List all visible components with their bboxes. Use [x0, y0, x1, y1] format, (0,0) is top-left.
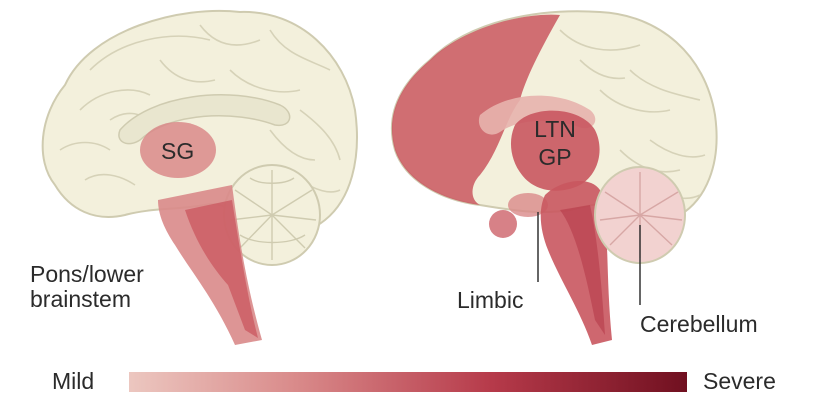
ltn-label: LTN	[525, 117, 585, 142]
pons-label: Pons/lower brainstem	[30, 262, 144, 313]
scale-max-label: Severe	[703, 369, 776, 394]
cerebellum-label: Cerebellum	[640, 312, 758, 337]
sg-label: SG	[161, 139, 194, 164]
scale-min-label: Mild	[52, 369, 94, 394]
severity-scale-bar	[129, 372, 687, 392]
gp-label: GP	[525, 145, 585, 170]
limbic-label: Limbic	[457, 288, 523, 313]
right-brain	[392, 11, 717, 345]
limbic-region-a	[489, 210, 517, 238]
